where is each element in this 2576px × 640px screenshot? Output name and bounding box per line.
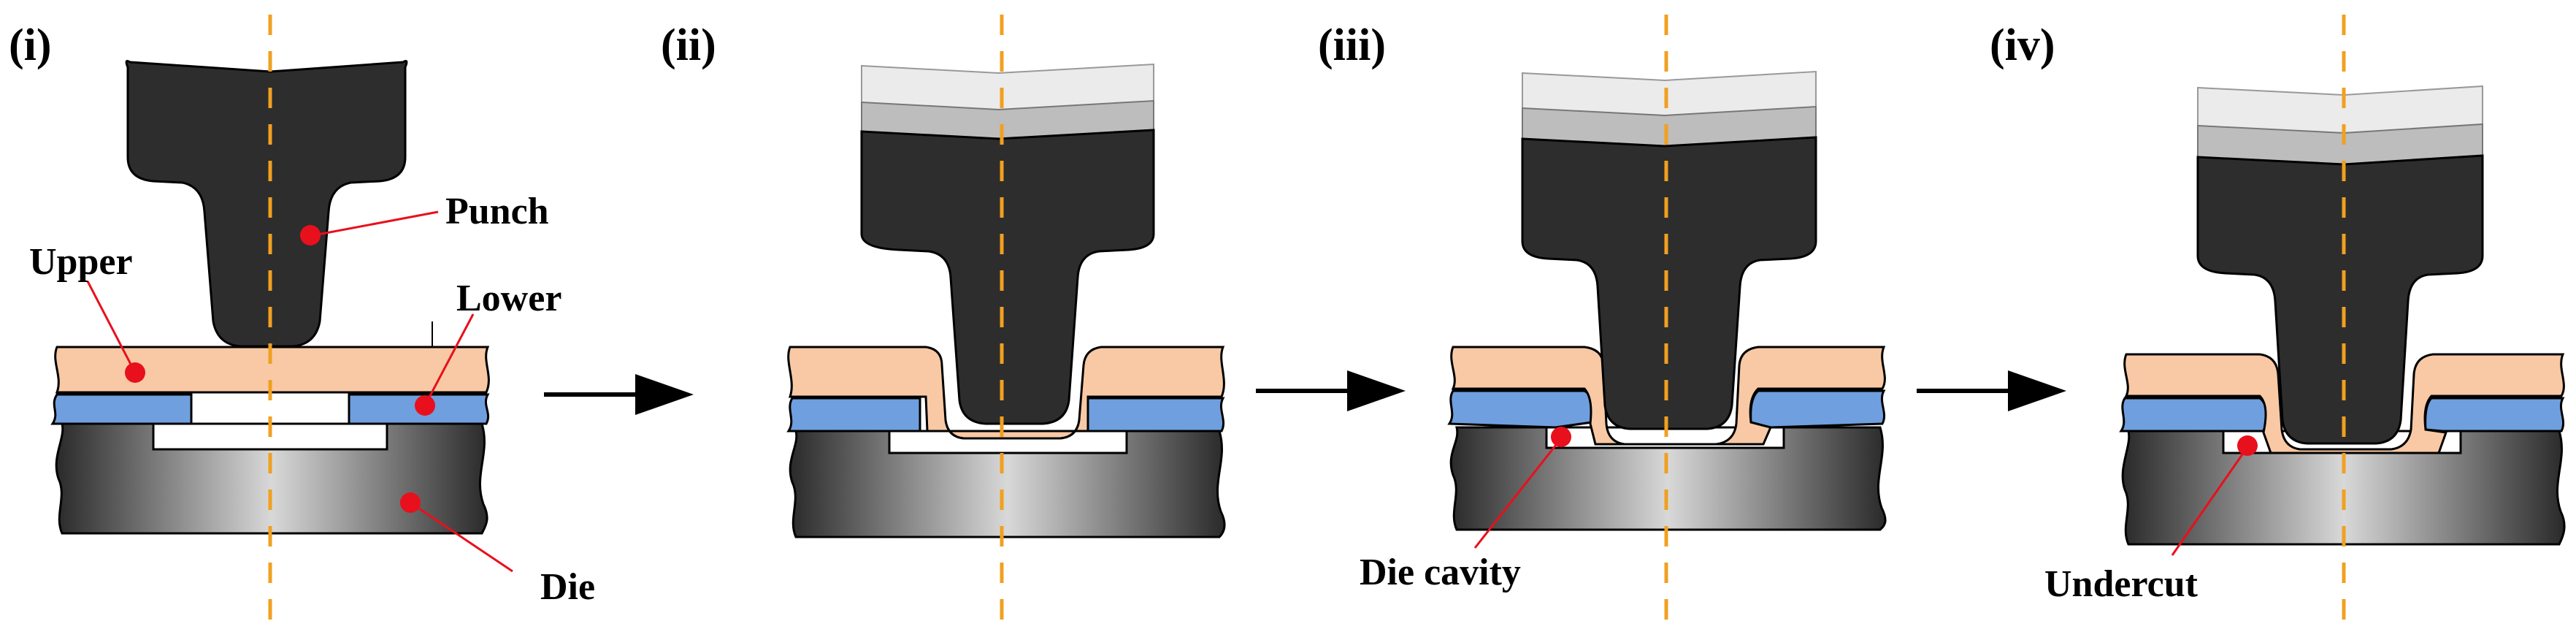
stage-i <box>50 60 490 535</box>
die-body <box>2121 430 2566 546</box>
red-dot-marker <box>1551 427 1571 447</box>
red-dot-marker <box>125 362 145 383</box>
red-dot-marker <box>2237 435 2258 456</box>
punch <box>1521 136 1817 430</box>
upper-sheet <box>787 346 1225 440</box>
lower-sheet-right <box>1086 397 1225 433</box>
stage-label-i: (i) <box>9 20 52 70</box>
leader-die <box>410 501 513 573</box>
punch <box>2196 154 2484 445</box>
stage-iv <box>2119 85 2566 546</box>
red-dot-marker <box>415 395 435 416</box>
label-die-cavity: Die cavity <box>1360 552 1521 593</box>
label-undercut: Undercut <box>2044 563 2199 605</box>
stage-iii <box>1447 70 1887 531</box>
upper-sheet <box>1450 346 1886 446</box>
lower-sheet-right <box>2424 397 2565 433</box>
right-arrow-icon <box>544 374 694 415</box>
stage-label-ii: (ii) <box>661 20 716 70</box>
right-arrow-icon <box>1917 370 2066 411</box>
lower-sheet-left <box>786 397 921 433</box>
leader-upper <box>86 281 137 373</box>
leader-lower <box>423 313 475 406</box>
label-punch: Punch <box>445 191 549 232</box>
die-body <box>1449 426 1887 531</box>
punch <box>125 60 408 348</box>
label-upper: Upper <box>29 241 133 283</box>
label-lower: Lower <box>456 278 561 319</box>
right-arrow-icon <box>1256 370 1406 411</box>
label-die: Die <box>540 566 595 608</box>
upper-sheet <box>54 346 490 394</box>
lower-sheet-left <box>1447 389 1595 429</box>
stage-ii <box>786 63 1226 538</box>
stage-label-iv: (iv) <box>1990 20 2055 70</box>
leader-undercut <box>2171 446 2249 556</box>
die-body <box>55 422 488 535</box>
leader-punch <box>313 210 439 237</box>
lower-sheet-right <box>1749 389 1886 429</box>
red-dot-marker <box>300 225 321 245</box>
leader-die-cavity <box>1473 438 1563 549</box>
red-dot-marker <box>400 492 421 513</box>
stage-label-iii: (iii) <box>1318 20 1386 70</box>
lower-sheet-left <box>2119 397 2269 433</box>
punch <box>860 129 1155 425</box>
lower-sheet-left <box>50 393 193 425</box>
upper-sheet <box>2123 353 2565 454</box>
die-body <box>789 430 1226 538</box>
